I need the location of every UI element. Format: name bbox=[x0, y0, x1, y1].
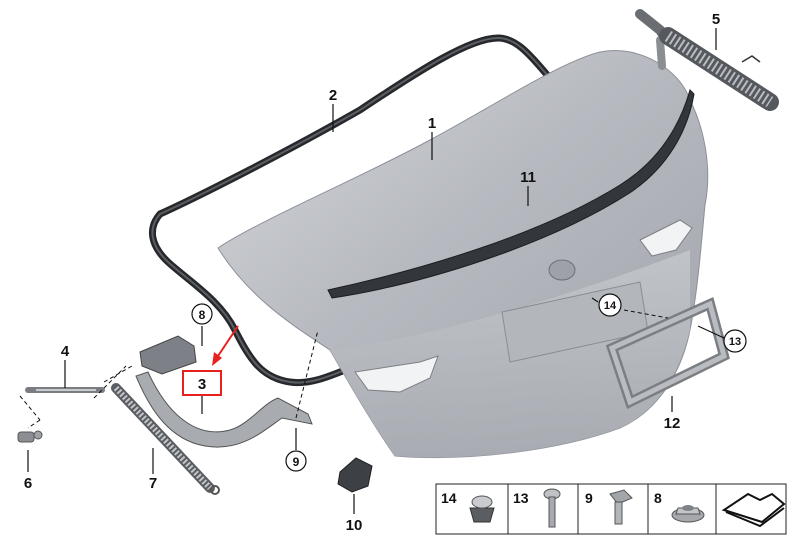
rubber-buffer bbox=[337, 457, 373, 493]
license-plate-bracket bbox=[605, 297, 730, 410]
trunk-hinge bbox=[135, 335, 313, 448]
callout-5: 5 bbox=[712, 11, 720, 28]
callout-8: 8 bbox=[199, 308, 206, 322]
callout-6: 6 bbox=[24, 475, 32, 492]
callout-7: 7 bbox=[149, 475, 157, 492]
fastener-legend: 14 13 9 8 bbox=[435, 483, 787, 535]
rear-spoiler bbox=[327, 89, 695, 299]
callout-9: 9 bbox=[293, 455, 300, 469]
arrow-symbol-icon bbox=[721, 492, 786, 528]
callout-1: 1 bbox=[428, 115, 436, 132]
hex-nut-icon bbox=[671, 505, 705, 523]
highlight-arrow bbox=[212, 325, 239, 366]
tension-spring bbox=[111, 383, 220, 495]
callout-14: 14 bbox=[604, 300, 617, 312]
spindle-drive bbox=[635, 9, 779, 111]
legend-number-14: 14 bbox=[441, 490, 457, 506]
callout-13: 13 bbox=[729, 336, 741, 348]
callout-3-box bbox=[182, 370, 222, 396]
screw-icon bbox=[543, 488, 561, 528]
expanding-nut-icon bbox=[469, 495, 495, 523]
callout-labels: 1 2 3 4 5 6 7 8 9 10 11 12 13 14 bbox=[24, 11, 747, 534]
callout-4: 4 bbox=[61, 343, 70, 360]
callout-9-circle bbox=[285, 450, 307, 472]
leader-lines bbox=[19, 28, 725, 514]
callout-3: 3 bbox=[198, 376, 206, 393]
legend-number-13: 13 bbox=[513, 490, 529, 506]
callout-2: 2 bbox=[329, 87, 337, 104]
callout-12: 12 bbox=[664, 415, 681, 432]
callout-14-circle bbox=[598, 293, 622, 317]
ball-pin bbox=[17, 430, 43, 443]
callout-8-circle bbox=[191, 303, 213, 325]
callout-11: 11 bbox=[520, 169, 536, 186]
callout-10: 10 bbox=[346, 517, 363, 534]
legend-number-8: 8 bbox=[654, 490, 662, 506]
hex-bolt-icon bbox=[609, 489, 633, 525]
legend-number-9: 9 bbox=[585, 490, 593, 506]
callout-13-circle bbox=[723, 329, 747, 353]
